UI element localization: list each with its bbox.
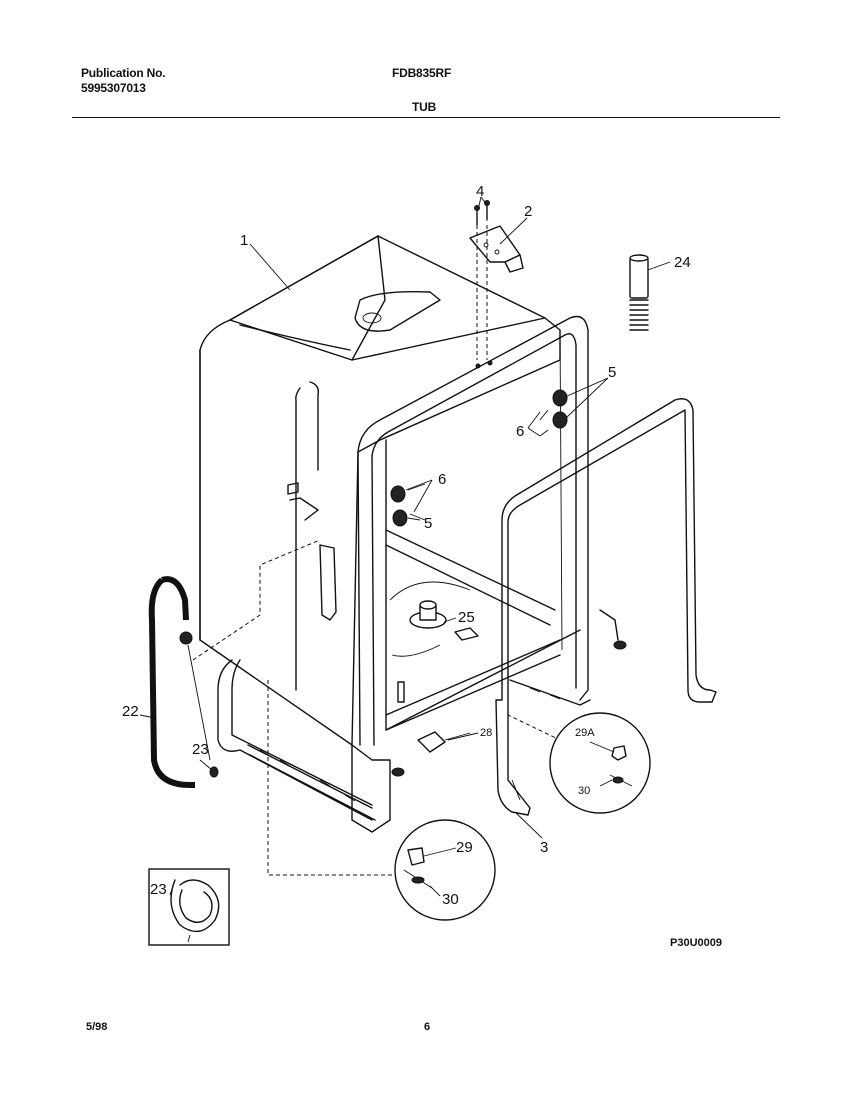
callout-labels: 1 2 3 4 5 5 6 6 22 23 23 24 25 28 29 29A… — [122, 183, 691, 908]
footer-date: 5/98 — [86, 1021, 108, 1033]
door-latch-part — [417, 731, 471, 753]
callout-30-left: 30 — [442, 891, 459, 908]
footer-page-number: 6 — [424, 1021, 431, 1033]
callout-5-left: 5 — [424, 515, 432, 532]
tub-front-frame — [351, 315, 627, 833]
drain-hose — [148, 576, 219, 788]
base-rail — [217, 659, 591, 821]
figure-code: P30U0009 — [670, 937, 722, 949]
callout-3: 3 — [540, 839, 548, 856]
sump-assembly — [389, 581, 479, 703]
callout-30-right: 30 — [578, 785, 590, 797]
callout-29a: 29A — [575, 727, 595, 739]
model-number: FDB835RF — [392, 66, 452, 80]
spring-hose — [629, 254, 649, 331]
callout-2: 2 — [524, 203, 532, 220]
callout-23-box: 23 — [150, 881, 167, 898]
callout-24: 24 — [674, 254, 691, 271]
callout-25: 25 — [458, 609, 475, 626]
header-rule — [72, 117, 780, 118]
callout-23-hose: 23 — [192, 741, 209, 758]
tub-body — [199, 235, 561, 746]
callout-22: 22 — [122, 703, 139, 720]
section-title: TUB — [412, 100, 437, 114]
hinge-bracket — [469, 200, 524, 369]
callout-4: 4 — [476, 183, 484, 200]
callout-5-right: 5 — [608, 364, 616, 381]
inset-circle-29a — [549, 712, 651, 814]
publication-number: 5995307013 — [81, 81, 146, 95]
callout-6-right: 6 — [516, 423, 524, 440]
door-gasket — [495, 398, 717, 816]
clamp-detail-box — [148, 868, 230, 946]
callout-1: 1 — [240, 232, 248, 249]
leader-lines — [139, 196, 671, 897]
publication-label: Publication No. — [81, 66, 166, 80]
inset-circle-29 — [394, 819, 496, 921]
callout-6-left: 6 — [438, 471, 446, 488]
callout-29: 29 — [456, 839, 473, 856]
fittings — [390, 389, 568, 527]
callout-28: 28 — [480, 727, 492, 739]
